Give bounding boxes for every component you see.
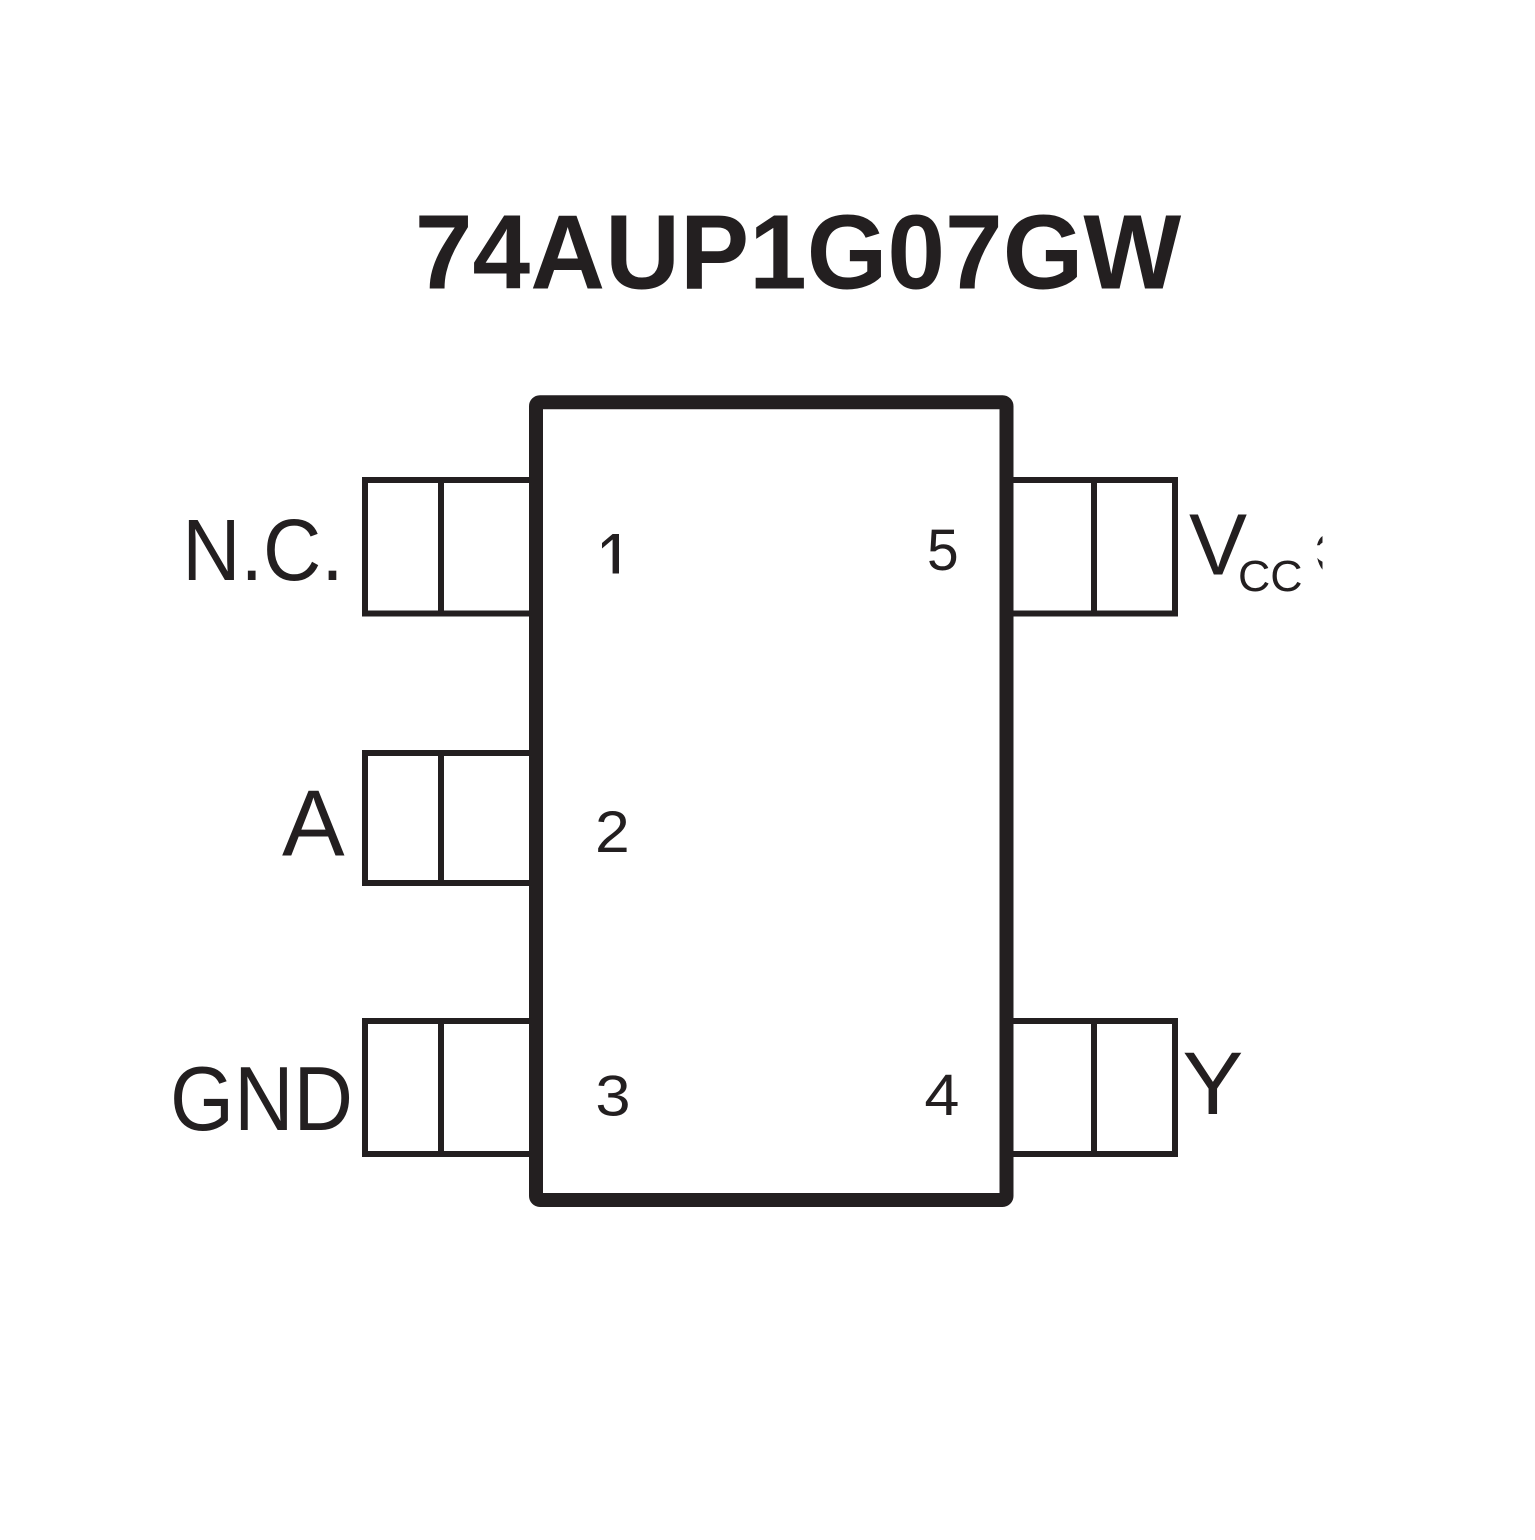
svg-text:3: 3 [595, 1063, 630, 1127]
svg-text:CC: CC [1238, 552, 1303, 601]
svg-text:5: 5 [927, 519, 959, 584]
svg-text:GND: GND [170, 1048, 353, 1150]
svg-text:V: V [1189, 495, 1247, 593]
svg-text:2: 2 [595, 799, 630, 864]
svg-text:Y: Y [1182, 1034, 1243, 1134]
svg-text:4: 4 [924, 1062, 959, 1127]
svg-text:N.C.: N.C. [182, 501, 343, 598]
svg-text:74AUP1G07GW: 74AUP1G07GW [415, 194, 1181, 312]
svg-text:A: A [282, 771, 345, 876]
